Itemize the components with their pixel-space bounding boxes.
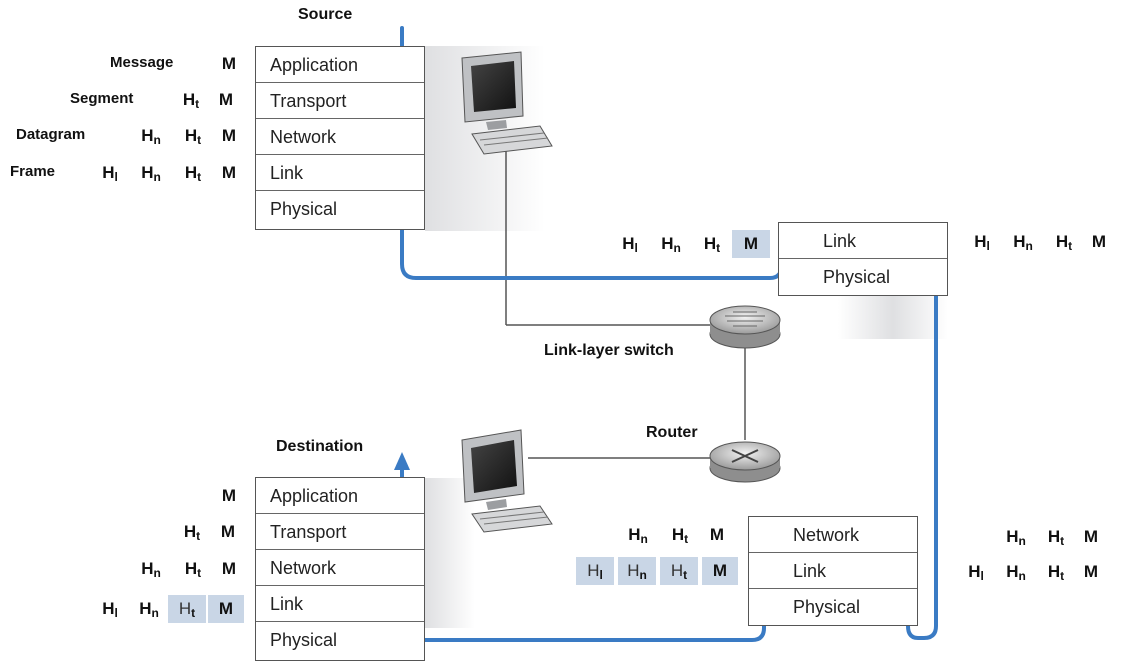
m-cell: M <box>1083 562 1099 581</box>
destination-physical-layer: Physical <box>270 630 338 650</box>
ht-cell: Ht <box>183 522 201 543</box>
m-cell: M <box>1083 527 1099 546</box>
hn-cell-highlight: Hn <box>618 557 656 585</box>
m-cell: M <box>218 90 234 109</box>
router-network-layer: Network <box>749 517 917 553</box>
source-message-row: M <box>214 54 244 86</box>
switch-out-frame-row: Hl Hn Ht M <box>962 232 1114 264</box>
source-frame-row: Hl Hn Ht M <box>90 163 244 195</box>
source-application-layer: Application <box>256 47 424 83</box>
source-physical-layer: Physical <box>270 199 338 219</box>
destination-link-layer: Link <box>256 586 424 622</box>
switch-shade <box>838 294 948 339</box>
hn-cell: Hn <box>628 525 648 546</box>
hl-cell: Hl <box>974 232 990 253</box>
hl-cell: Hl <box>622 234 638 255</box>
destination-application-layer: Application <box>256 478 424 514</box>
router-link-layer: Link <box>749 553 917 589</box>
router-icon <box>709 441 781 483</box>
router-in-datagram-row: Hn Ht M <box>618 525 732 557</box>
ht-cell: Ht <box>184 163 202 184</box>
ht-cell: Ht <box>1055 232 1073 253</box>
switch-protocol-stack: Link Physical <box>778 222 948 296</box>
m-cell-highlight: M <box>732 230 770 258</box>
m-cell-highlight: M <box>208 595 244 623</box>
m-cell: M <box>1091 232 1107 251</box>
destination-network-layer: Network <box>256 550 424 586</box>
router-out-frame-row: Hl Hn Ht M <box>956 562 1106 594</box>
switch-in-frame-row: Hl Hn Ht M <box>610 230 770 262</box>
destination-computer-icon <box>461 429 553 533</box>
hl-cell: Hl <box>968 562 984 583</box>
hn-cell: Hn <box>1006 527 1026 548</box>
switch-link-layer: Link <box>779 223 947 259</box>
destination-protocol-stack: Application Transport Network Link Physi… <box>255 477 425 661</box>
destination-transport-layer: Transport <box>256 514 424 550</box>
destination-message-row: M <box>214 486 244 518</box>
wires <box>505 150 746 459</box>
hn-cell: Hn <box>141 126 161 147</box>
hl-cell-highlight: Hl <box>576 557 614 585</box>
ht-cell: Ht <box>1047 527 1065 548</box>
hl-cell: Hl <box>102 163 118 184</box>
source-datagram-row: Hn Ht M <box>130 126 244 158</box>
source-segment-row: Ht M <box>172 90 242 122</box>
m-cell: M <box>221 126 237 145</box>
ht-cell: Ht <box>184 126 202 147</box>
pdu-name-message: Message <box>110 54 174 71</box>
m-cell: M <box>709 525 725 544</box>
router-physical-layer: Physical <box>793 597 861 617</box>
m-cell: M <box>221 163 237 182</box>
m-cell: M <box>221 486 237 505</box>
hn-cell: Hn <box>1006 562 1026 583</box>
m-cell: M <box>221 559 237 578</box>
m-cell: M <box>221 54 237 73</box>
source-protocol-stack: Application Transport Network Link Physi… <box>255 46 425 230</box>
hl-cell: Hl <box>102 599 118 620</box>
destination-shade <box>425 478 475 628</box>
router-label: Router <box>646 424 698 441</box>
ht-cell: Ht <box>1047 562 1065 583</box>
pdu-name-segment: Segment <box>70 90 134 107</box>
arrow-up-icon <box>394 452 410 470</box>
pdu-name-frame: Frame <box>10 163 56 180</box>
ht-cell: Ht <box>184 559 202 580</box>
hn-cell: Hn <box>141 559 161 580</box>
hn-cell: Hn <box>141 163 161 184</box>
source-computer-icon <box>461 51 553 155</box>
switch-icon <box>709 305 781 349</box>
ht-cell: Ht <box>182 90 200 111</box>
hn-cell: Hn <box>661 234 681 255</box>
source-network-layer: Network <box>256 119 424 155</box>
destination-title: Destination <box>276 438 364 455</box>
ht-cell-highlight: Ht <box>660 557 698 585</box>
router-protocol-stack: Network Link Physical <box>748 516 918 626</box>
m-cell: M <box>220 522 236 541</box>
ht-cell: Ht <box>703 234 721 255</box>
m-cell-highlight: M <box>702 557 738 585</box>
pdu-name-datagram: Datagram <box>16 126 86 143</box>
ht-cell: Ht <box>671 525 689 546</box>
switch-physical-layer: Physical <box>823 267 891 287</box>
destination-datagram-row: Hn Ht M <box>130 559 244 591</box>
destination-segment-row: Ht M <box>172 522 244 554</box>
hn-cell: Hn <box>139 599 159 620</box>
source-link-layer: Link <box>256 155 424 191</box>
ht-cell-highlight: Ht <box>168 595 206 623</box>
hn-cell: Hn <box>1013 232 1033 253</box>
router-out-datagram-row: Hn Ht M <box>996 527 1106 559</box>
source-transport-layer: Transport <box>256 83 424 119</box>
source-title: Source <box>298 6 353 23</box>
switch-label: Link-layer switch <box>544 342 674 359</box>
